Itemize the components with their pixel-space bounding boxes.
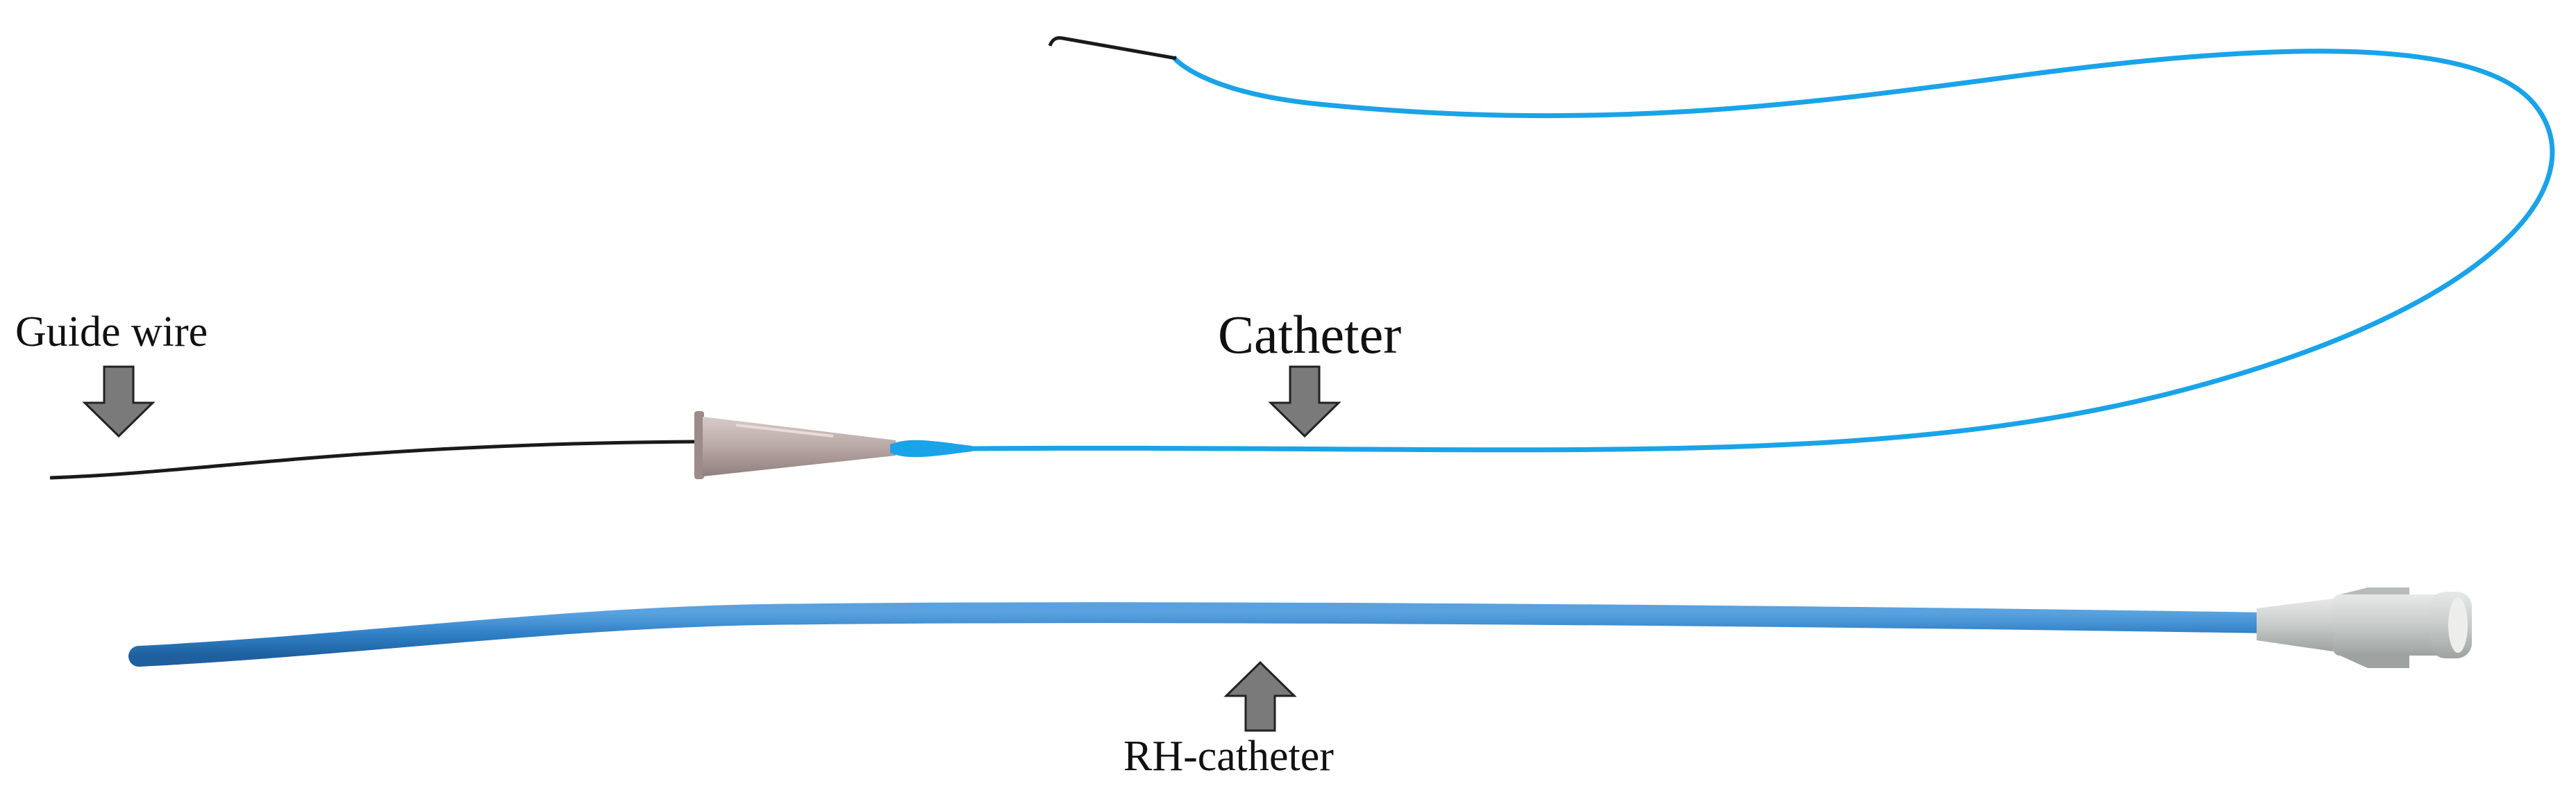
catheter — [971, 49, 2555, 453]
rh-catheter-label: RH-catheter — [1123, 733, 1334, 780]
guide-wire-arrow — [82, 365, 156, 438]
guide-wire-tip — [1048, 36, 1177, 60]
guide-wire — [49, 440, 695, 480]
catheter-label: Catheter — [1218, 304, 1402, 365]
rh-catheter-arrow — [1223, 660, 1297, 732]
guide-wire-label: Guide wire — [15, 308, 208, 356]
catheter-arrow — [1268, 365, 1341, 438]
rh-catheter-hub — [2257, 588, 2472, 668]
catheter-tip — [890, 440, 972, 458]
rh-catheter-tube — [128, 602, 2281, 667]
needle-hub — [694, 411, 896, 479]
